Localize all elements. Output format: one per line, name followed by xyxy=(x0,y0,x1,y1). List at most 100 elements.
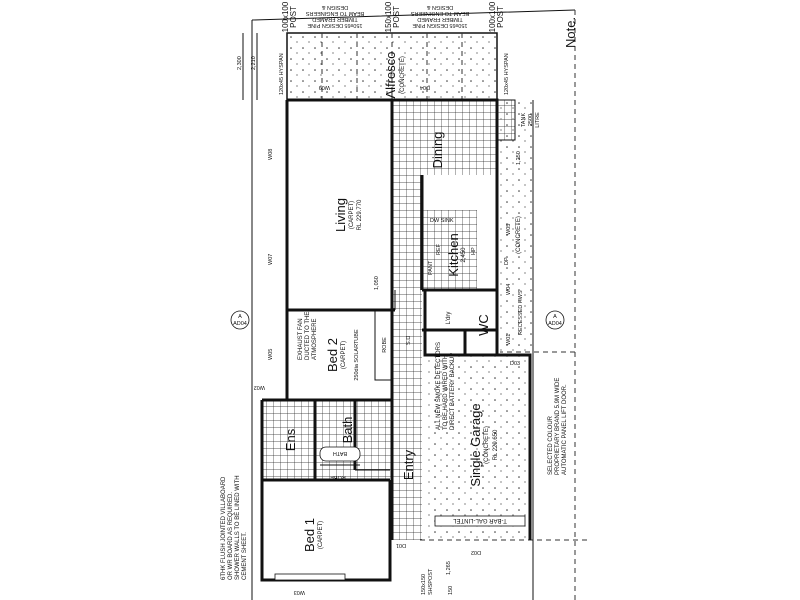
hyspan-right: 120x45 HYSPAN xyxy=(504,53,510,95)
window-w01: W01 xyxy=(506,334,512,345)
tank-label-3: LITRE xyxy=(535,112,541,128)
room-bed2: Bed 2 xyxy=(325,338,340,372)
door-d02: D02 xyxy=(471,549,481,555)
room-laundry: L'dry xyxy=(446,312,452,325)
shs-post-2: SHSPOST xyxy=(428,568,434,595)
door-d03: D03 xyxy=(510,361,520,367)
pantry-label: PANT xyxy=(428,260,434,275)
room-kitchen: Kitchen xyxy=(446,233,461,276)
door-note-1: SELECTED COLOUR xyxy=(548,415,554,475)
dim-2300: 2,300 xyxy=(237,56,243,70)
room-bed1: Bed 1 xyxy=(302,518,317,552)
post-label-mid: 150x100 POST xyxy=(384,1,401,33)
wet-note-1: 6THK FLUSH JOINTED VILLABOARD xyxy=(221,476,227,580)
window-w03: W03 xyxy=(294,589,305,595)
window-w05: W05 xyxy=(506,224,512,235)
solartube-label: 250dia SOLARTUBE xyxy=(354,329,360,381)
smoke-detector-label: S.D xyxy=(406,336,412,345)
water-tank xyxy=(496,99,516,141)
room-living: Living xyxy=(333,198,348,232)
beam-note-4: DESIGN & xyxy=(322,4,349,10)
side-concrete: (CONCRETE) xyxy=(516,216,522,254)
kitchen-tiles xyxy=(422,210,477,290)
beam-note-3: BEAM TO ENGINEERS xyxy=(305,10,364,16)
fridge-label: REF xyxy=(436,243,442,255)
door-d01: D01 xyxy=(396,542,406,548)
beam-note-2: TIMBER FRAMED xyxy=(312,16,358,22)
section-sheet-right: AD04 xyxy=(548,321,562,327)
exhaust-note-1: EXHAUST FAN xyxy=(298,318,304,360)
lintel-note: T-BAR GAL-LINTEL xyxy=(453,517,507,523)
beam-note-1: 150x65 DESIGN PINE xyxy=(307,22,362,28)
section-marker-right: A AD04 xyxy=(545,310,565,330)
dining-tiles xyxy=(392,100,497,175)
wet-note-2: OR WR BOARD AS REQUIRED. xyxy=(228,492,234,580)
window-w09: W09 xyxy=(319,84,330,90)
window-w02: W02 xyxy=(254,384,265,390)
window-w06: W05 xyxy=(268,349,274,360)
door-note-3: AUTOMATIC PANEL LIFT DOOR. xyxy=(562,384,568,475)
window-w07: W07 xyxy=(268,254,274,265)
boundary-line xyxy=(251,9,576,600)
room-garage: Single Garage xyxy=(468,403,483,486)
smoke-note-1: ALL NEW SMOKE DETECTORS xyxy=(436,342,442,430)
bath-tiles xyxy=(262,400,392,480)
door-note-2: PROPRIETARY BRAND 5.9M WIDE xyxy=(555,378,561,475)
side-path xyxy=(497,100,533,355)
room-wc: WC xyxy=(476,314,491,336)
hotplate-label: HP xyxy=(471,247,477,255)
exhaust-note-3: ATMOSPHERE xyxy=(312,318,318,360)
exhaust-note-2: DUCTED TO THE xyxy=(305,312,311,360)
window-w08: W08 xyxy=(268,149,274,160)
tank-label-2: 2500 xyxy=(528,114,534,126)
post-label-right: 100x100 POST xyxy=(488,1,505,33)
beam-note-b3: BEAM TO ENGINEERS xyxy=(410,10,469,16)
door-d04: D04 xyxy=(420,84,430,90)
section-letter-right: A xyxy=(553,314,557,320)
shs-post-1: 150x150 xyxy=(421,574,427,595)
hall-tiles xyxy=(392,175,422,540)
wet-note-3: SHOWER WALLS TO BE LINED WITH xyxy=(235,475,241,580)
robe-bed2: ROBE xyxy=(382,337,388,353)
room-entry: Entry xyxy=(401,449,416,480)
room-bed2-floor: (CARPET) xyxy=(341,341,347,369)
downpipe-label: DP xyxy=(504,257,510,265)
dw-sink-label: DW SINK xyxy=(430,218,454,224)
room-garage-rl: RL 229.650 xyxy=(493,429,499,460)
section-letter-left: A xyxy=(238,314,242,320)
section-sheet-left: AD04 xyxy=(233,321,247,327)
post-label-left: 100x100 POST xyxy=(281,1,298,33)
bathtub-label: BATH xyxy=(333,450,347,456)
dim-1265: 1,265 xyxy=(446,561,452,575)
room-dining: Dining xyxy=(430,132,445,169)
dim-1250: 1,250 xyxy=(516,151,522,165)
hyspan-left: 120x45 HYSPAN xyxy=(279,53,285,95)
section-marker-left: A AD04 xyxy=(230,310,250,330)
room-bed1-floor: (CARPET) xyxy=(318,521,324,549)
beam-note-b1: 150x65 DESIGN PINE xyxy=(412,22,467,28)
smoke-note-2: TO BE HARD WIRED WITH xyxy=(443,355,449,430)
room-ensuite: Ens xyxy=(283,428,298,451)
beam-note-b2: TIMBER FRAMED xyxy=(417,16,463,22)
smoke-note-3: DIRECT BATTERY BACKUP xyxy=(450,353,456,430)
room-living-rl: RL 229.770 xyxy=(357,199,363,230)
room-bath: Bath xyxy=(340,417,355,444)
tank-label-1: TANK xyxy=(521,113,527,128)
room-alfresco: Alfresco xyxy=(383,52,398,99)
dim-2210: 2,210 xyxy=(251,56,257,70)
room-living-floor: (CARPET) xyxy=(349,201,355,229)
beam-note-b4: DESIGN & xyxy=(427,4,454,10)
garage-slab xyxy=(425,355,530,540)
robe-bed1: ROBE xyxy=(330,474,346,480)
dim-150: 150 xyxy=(448,586,454,595)
room-garage-floor: (CONCRETE) xyxy=(484,426,490,464)
note-heading: Note. xyxy=(563,17,578,48)
room-alfresco-floor: (CONCRETE) xyxy=(400,56,406,94)
window-w04: W04 xyxy=(506,284,512,295)
room-kitchen-height: 2,450 xyxy=(461,247,467,263)
recessed-hws-label: RECESSED HWS xyxy=(518,290,524,335)
dim-1050: 1,050 xyxy=(374,276,380,290)
wet-note-4: CEMENT SHEET. xyxy=(242,532,248,580)
